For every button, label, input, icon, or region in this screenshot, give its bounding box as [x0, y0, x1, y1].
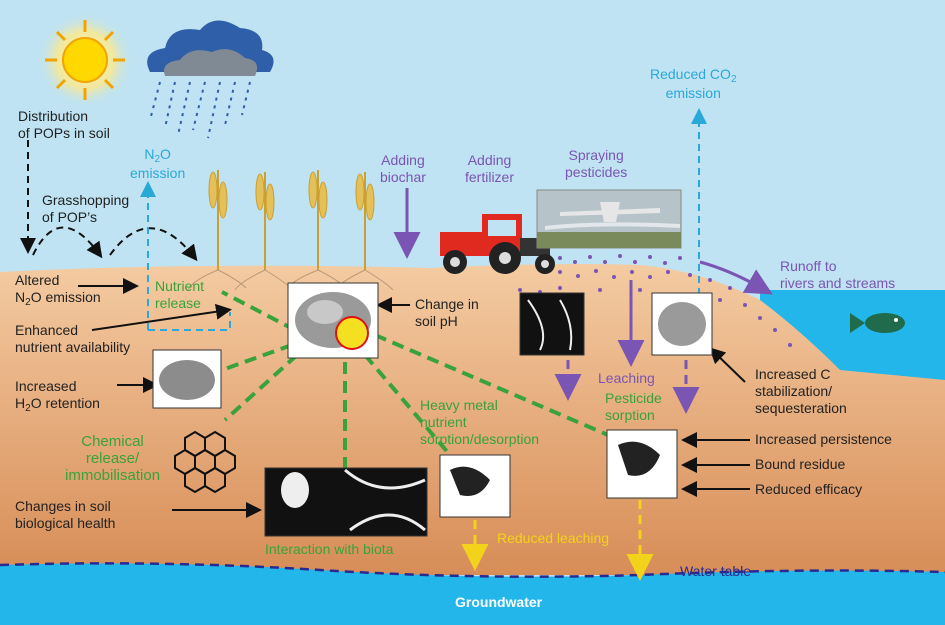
water-table-label: Water table: [680, 563, 752, 579]
label-arrows: [78, 278, 750, 518]
bound-residue-label: Bound residue: [755, 456, 846, 472]
groundwater-label: Groundwater: [455, 594, 543, 610]
pesticide-dots: [518, 254, 792, 347]
interaction-biota-label: Interaction with biota: [265, 541, 394, 557]
grasshopping-arcs: [32, 226, 198, 262]
reduced-leaching-label: Reduced leaching: [497, 530, 610, 546]
water-table-line: [0, 562, 945, 578]
leaching-label: Leaching: [598, 370, 655, 386]
airplane-icon: [536, 189, 682, 249]
purple-arrows: [393, 188, 773, 414]
hexagon-molecule-icon: [174, 430, 236, 494]
n2o-path: [148, 312, 231, 331]
tractor-icon: [440, 214, 555, 274]
biochar-particle-icon: [152, 282, 713, 537]
reduced-efficacy-label: Reduced efficacy: [755, 481, 863, 497]
green-connectors: [221, 290, 616, 470]
rain-cloud-icon: [147, 20, 274, 139]
groundwater-body: [0, 563, 945, 625]
fish-icon: [850, 313, 905, 333]
yellow-arrows: [461, 500, 654, 581]
sun-icon: [37, 12, 133, 108]
increased-persistence-label: Increased persistence: [755, 431, 892, 447]
